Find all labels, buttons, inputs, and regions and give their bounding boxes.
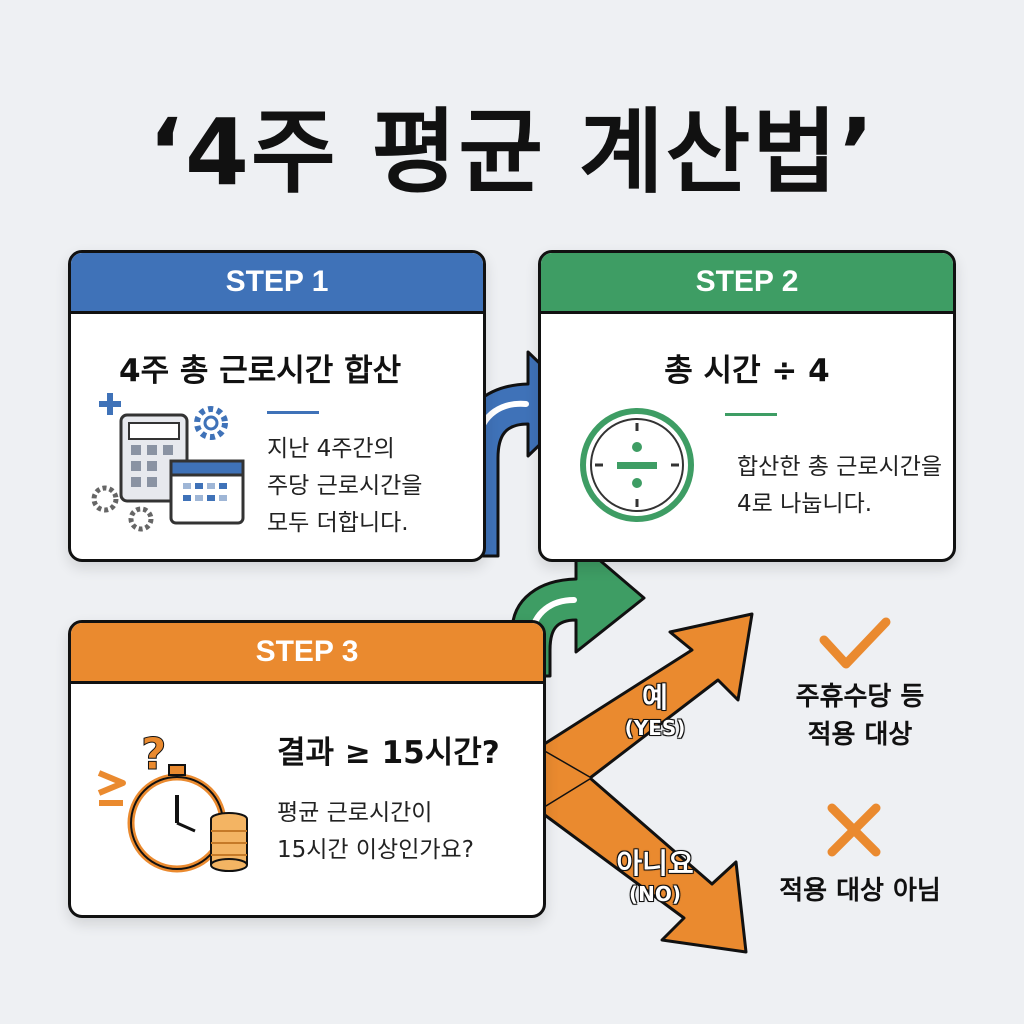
step2-label: STEP 2 — [541, 253, 953, 314]
calculator-calendar-icon — [91, 393, 245, 532]
question-icon: ? — [141, 729, 167, 780]
stopwatch-icon — [127, 764, 227, 873]
step2-line-2: 4로 나눕니다. — [737, 491, 873, 517]
plus-icon — [99, 393, 121, 415]
step1-label: STEP 1 — [71, 253, 483, 314]
arrow-branch-yes — [536, 612, 754, 780]
step1-line-3: 모두 더합니다. — [267, 510, 409, 536]
step2-body: 합산한 총 근로시간을 4로 나눕니다. — [737, 449, 942, 523]
step2-heading: 총 시간 ÷ 4 — [664, 353, 830, 389]
branch-no-label: 아니요 (NO) — [600, 842, 710, 906]
outcome-no-line-1: 적용 대상 아님 — [779, 876, 941, 906]
branch-no-sub: (NO) — [628, 882, 682, 906]
stopwatch-coins-icon: ? — [97, 729, 248, 873]
cross-icon — [827, 803, 881, 857]
outcome-yes-line-1: 주휴수당 등 — [795, 682, 925, 712]
step3-line-1: 평균 근로시간이 — [277, 800, 433, 826]
greater-equal-icon — [97, 770, 126, 806]
branch-yes-sub: (YES) — [624, 716, 686, 740]
step1-body: 지난 4주간의 주당 근로시간을 모두 더합니다. — [267, 431, 422, 542]
step1-divider — [267, 411, 319, 414]
step3-card: STEP 3 결과 ≥ 15시간? 평균 근로시간이 15시간 이상인가요? ? — [68, 620, 546, 918]
coins-icon — [210, 812, 248, 872]
division-clock-icon — [580, 408, 694, 522]
outcome-yes-line-2: 적용 대상 — [807, 720, 913, 750]
page-title: ‘4주 평균 계산법’ — [148, 99, 876, 206]
step1-line-1: 지난 4주간의 — [267, 436, 395, 462]
outcome-no: 적용 대상 아님 — [752, 872, 968, 910]
outcome-yes: 주휴수당 등 적용 대상 — [760, 678, 960, 754]
gear-icon — [91, 406, 228, 532]
branch-yes-label: 예 (YES) — [610, 676, 700, 740]
step3-line-2: 15시간 이상인가요? — [277, 837, 474, 863]
branch-yes-text: 예 — [642, 681, 668, 714]
arrow-branch-no — [536, 776, 748, 954]
step1-card: STEP 1 4주 총 근로시간 합산 지난 4주간의 주당 근로시간을 모두 … — [68, 250, 486, 562]
step3-body: 평균 근로시간이 15시간 이상인가요? — [277, 795, 474, 869]
step3-heading: 결과 ≥ 15시간? — [277, 735, 500, 771]
step1-line-2: 주당 근로시간을 — [267, 473, 423, 499]
step1-heading: 4주 총 근로시간 합산 — [119, 353, 402, 389]
branch-no-text: 아니요 — [616, 847, 694, 880]
check-icon — [819, 617, 891, 669]
step2-card: STEP 2 총 시간 ÷ 4 합산한 총 근로시간을 4로 나눕니다. — [538, 250, 956, 562]
calendar-icon — [169, 459, 245, 525]
step2-line-1: 합산한 총 근로시간을 — [737, 454, 943, 480]
step3-label: STEP 3 — [71, 623, 543, 684]
step2-divider — [725, 413, 777, 416]
